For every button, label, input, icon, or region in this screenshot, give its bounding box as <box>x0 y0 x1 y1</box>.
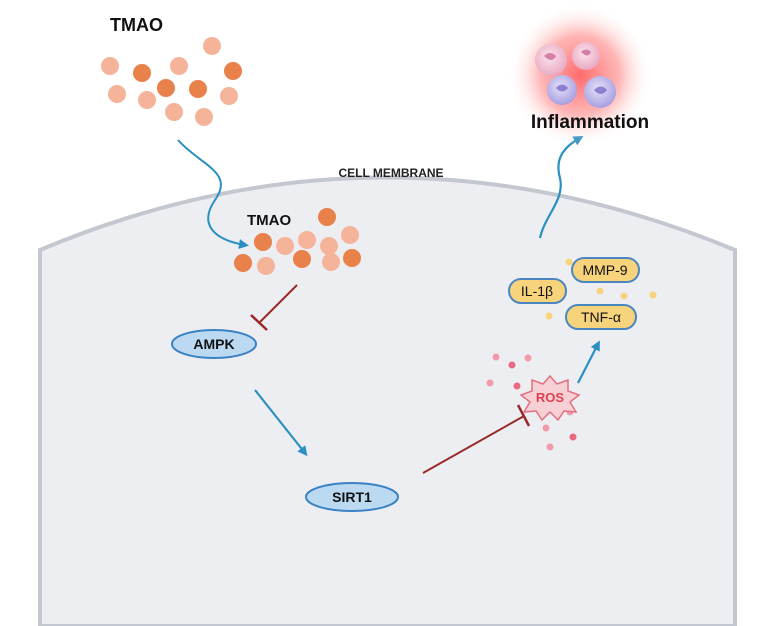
il1b-node: IL-1β <box>508 278 567 304</box>
ampk-node: AMPK <box>171 329 257 359</box>
cytokine-particles <box>545 258 657 320</box>
cell-membrane-label: CELL MEMBRANE <box>338 166 443 180</box>
inflammation-label: Inflammation <box>531 112 649 133</box>
inhibit-ros-line <box>422 404 531 474</box>
cytokines-to-inflammation-arrow <box>538 136 584 239</box>
ros-to-cytokines-arrow <box>577 340 600 384</box>
mmp9-label: MMP-9 <box>582 262 627 278</box>
tmao-inside-cluster <box>234 208 361 275</box>
sirt1-node: SIRT1 <box>305 482 399 512</box>
inhibit-ampk-line <box>250 284 298 331</box>
entry-arrow <box>177 139 249 249</box>
ros-label: ROS <box>536 390 565 405</box>
ampk-to-sirt1-arrow <box>254 389 308 457</box>
il1b-label: IL-1β <box>521 283 553 299</box>
immune-cells-icon <box>508 3 652 147</box>
tmao-inside-label: TMAO <box>247 212 291 229</box>
tnfa-label: TNF-α <box>581 309 621 325</box>
ros-node: ROS <box>519 374 581 422</box>
cell-body <box>38 175 737 626</box>
tmao-outside-cluster <box>101 37 242 126</box>
ampk-label: AMPK <box>193 336 234 352</box>
tmao-outside-label: TMAO <box>110 15 163 35</box>
tnfa-node: TNF-α <box>565 304 637 330</box>
mmp9-node: MMP-9 <box>571 257 640 283</box>
sirt1-label: SIRT1 <box>332 489 372 505</box>
